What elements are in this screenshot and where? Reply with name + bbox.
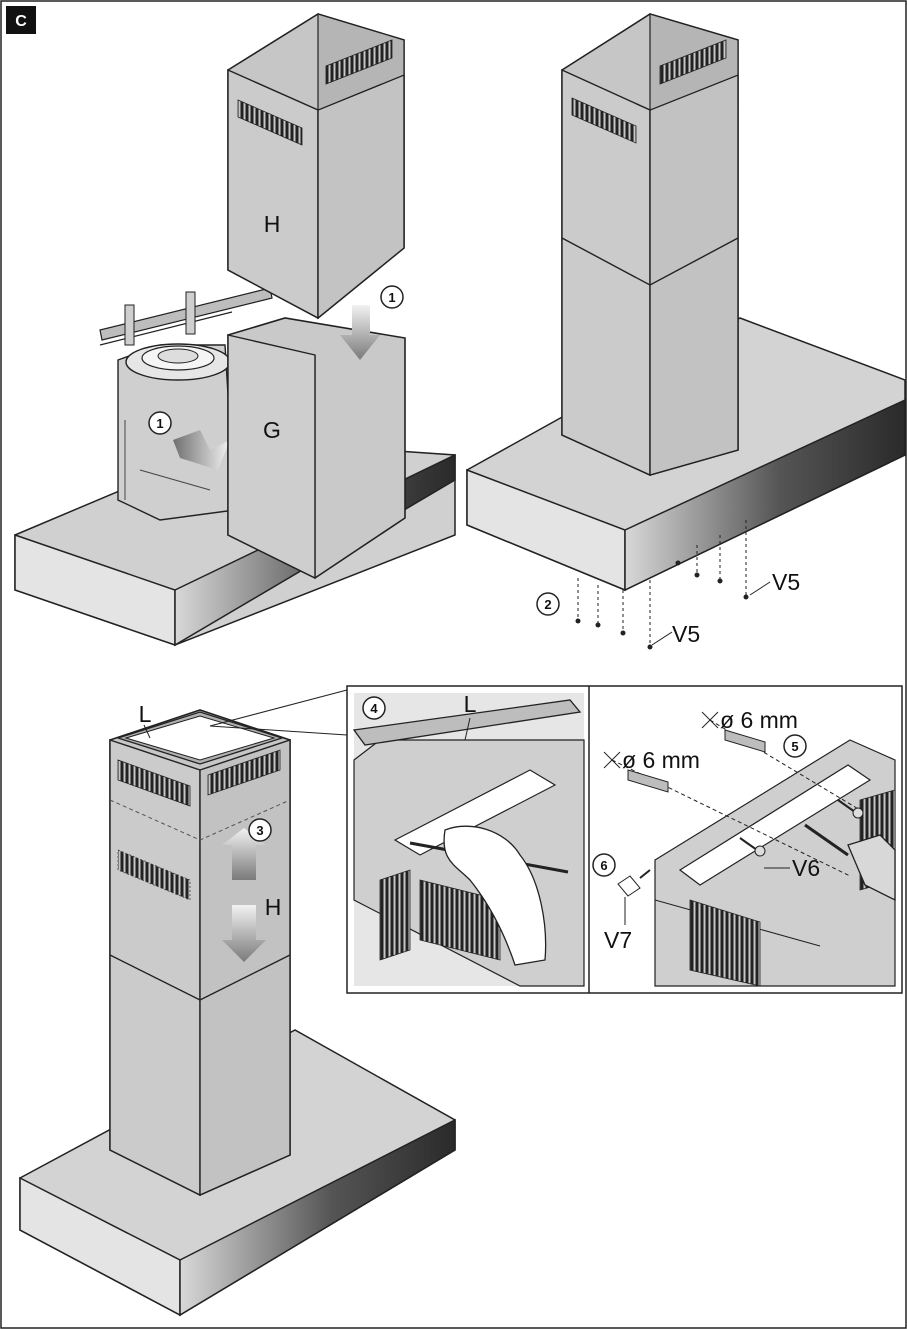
label-h: H (265, 894, 282, 920)
vent-grille (689, 899, 761, 987)
screw-lines (577, 520, 747, 646)
step-badge-1b: 1 (380, 285, 404, 309)
hood-base-edge (624, 398, 906, 592)
step-badge-2: 2 (536, 592, 560, 616)
chimney-g: G (227, 317, 406, 580)
label-v7: V7 (604, 927, 632, 953)
figure-1: 1 G H 1 (14, 13, 456, 647)
drill-icon (804, 823, 896, 902)
chimney-h: H (227, 13, 405, 320)
detail-drilling: ø 6 mm ø 6 mm V6 V7 5 6 (592, 707, 896, 987)
vent-grille (571, 97, 637, 144)
vent-grille (379, 869, 411, 961)
figure-3: L H 3 (19, 689, 456, 1317)
wall-plug-icon (627, 769, 669, 793)
motor-unit (99, 287, 273, 521)
vent-grille (325, 39, 393, 85)
svg-text:5: 5 (791, 739, 798, 754)
vent-grille (207, 749, 281, 796)
svg-text:3: 3 (256, 823, 263, 838)
label-v5: V5 (672, 621, 700, 647)
label-g: G (263, 417, 281, 443)
arrow-down-icon (340, 305, 380, 360)
vent-grille (659, 39, 727, 85)
svg-text:4: 4 (370, 701, 378, 716)
screw-icon (617, 799, 864, 897)
arrow-icon (173, 430, 230, 470)
vent-grille (237, 99, 303, 146)
svg-text:2: 2 (544, 597, 551, 612)
label-h: H (264, 211, 281, 237)
step-badge-6: 6 (592, 853, 616, 877)
detail-marking: L 4 (352, 691, 585, 987)
arrow-down-icon (222, 905, 266, 962)
label-l: L (464, 691, 477, 717)
label-diameter: ø 6 mm (622, 747, 700, 773)
figure-2: V5 V5 2 (466, 13, 906, 650)
vent-grille (419, 879, 501, 961)
svg-text:1: 1 (156, 416, 163, 431)
step-badge-4: 4 (362, 696, 386, 720)
step-badge-1a: 1 (148, 411, 172, 435)
hand-icon (443, 825, 547, 966)
svg-text:6: 6 (600, 858, 607, 873)
arrow-up-icon (222, 828, 266, 880)
label-diameter: ø 6 mm (720, 707, 798, 733)
label-v5: V5 (772, 569, 800, 595)
wall-plug-icon (724, 729, 766, 753)
vent-grille (117, 759, 191, 807)
label-l: L (139, 701, 152, 727)
hood-base-edge (179, 1118, 456, 1317)
section-badge: C (6, 6, 36, 34)
step-badge-3: 3 (248, 818, 272, 842)
vent-grille (117, 849, 191, 901)
section-badge-label: C (15, 13, 27, 30)
screw-icon (575, 560, 749, 650)
svg-text:1: 1 (388, 290, 395, 305)
step-badge-5: 5 (783, 734, 807, 758)
detail-box: L 4 (346, 685, 903, 994)
label-v6: V6 (792, 855, 820, 881)
